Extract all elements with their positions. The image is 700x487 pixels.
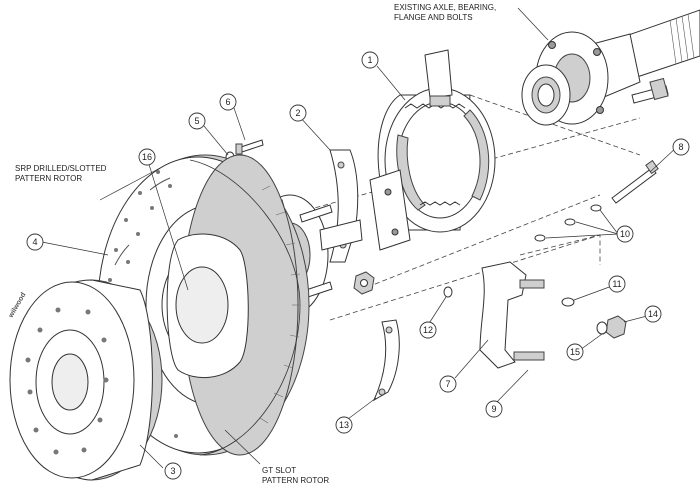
svg-text:1: 1 [367,55,372,65]
srp-rotor-label-line2: PATTERN ROTOR [15,174,82,183]
bolt-8 [611,159,659,204]
existing-axle-label-line1: EXISTING AXLE, BEARING, [394,3,496,12]
leader-lines [41,65,679,469]
svg-text:9: 9 [491,404,496,414]
bolt-6 [235,139,264,155]
gt-rotor-label-line1: GT SLOT [262,466,296,475]
callout-11: 11 [608,275,626,293]
existing-axle-assembly: EXISTING AXLE, BEARING, FLANGE AND BOLTS [394,3,700,126]
callout-12: 12 [419,321,437,339]
svg-text:14: 14 [648,309,658,319]
nut-14 [605,315,627,339]
svg-text:11: 11 [612,279,621,289]
drum-hat: wilwood [7,279,163,481]
callout-10: 10 [616,225,634,243]
callout-5: 5 [188,112,206,130]
callout-4: 4 [26,233,44,251]
parking-brake-shoe-assembly [369,49,496,251]
svg-text:2: 2 [295,108,300,118]
callout-3: 3 [164,462,182,480]
svg-text:13: 13 [339,420,349,430]
callout-1: 1 [361,51,379,69]
callout-13: 13 [335,416,353,434]
washer-12 [443,286,453,298]
washer-11 [561,297,575,307]
srp-rotor-label-line1: SRP DRILLED/SLOTTED [15,164,107,173]
svg-text:7: 7 [445,379,450,389]
callout-9: 9 [485,400,503,418]
washer-15 [596,321,608,335]
svg-text:8: 8 [678,142,683,152]
lug-nut [353,271,375,295]
callout-7: 7 [439,375,457,393]
gt-slot-rotor [166,154,301,456]
existing-axle-label-line2: FLANGE AND BOLTS [394,13,473,22]
svg-text:12: 12 [423,325,433,335]
bracket-13 [372,319,400,402]
svg-text:15: 15 [570,347,580,357]
callout-6: 6 [219,93,237,111]
svg-text:3: 3 [170,466,175,476]
callout-14: 14 [644,305,662,323]
svg-text:5: 5 [194,116,199,126]
flange-bolt [631,77,669,104]
callout-2: 2 [289,104,307,122]
svg-text:10: 10 [620,229,630,239]
caliper-bracket [479,261,545,369]
gt-rotor-label-line2: PATTERN ROTOR [262,476,329,485]
svg-text:4: 4 [32,237,37,247]
drum-logo: wilwood [7,292,27,320]
svg-text:6: 6 [225,97,230,107]
svg-text:16: 16 [142,152,152,162]
washers-10 [534,204,602,242]
callout-15: 15 [566,343,584,361]
callout-16: 16 [138,148,156,166]
callout-8: 8 [672,138,690,156]
